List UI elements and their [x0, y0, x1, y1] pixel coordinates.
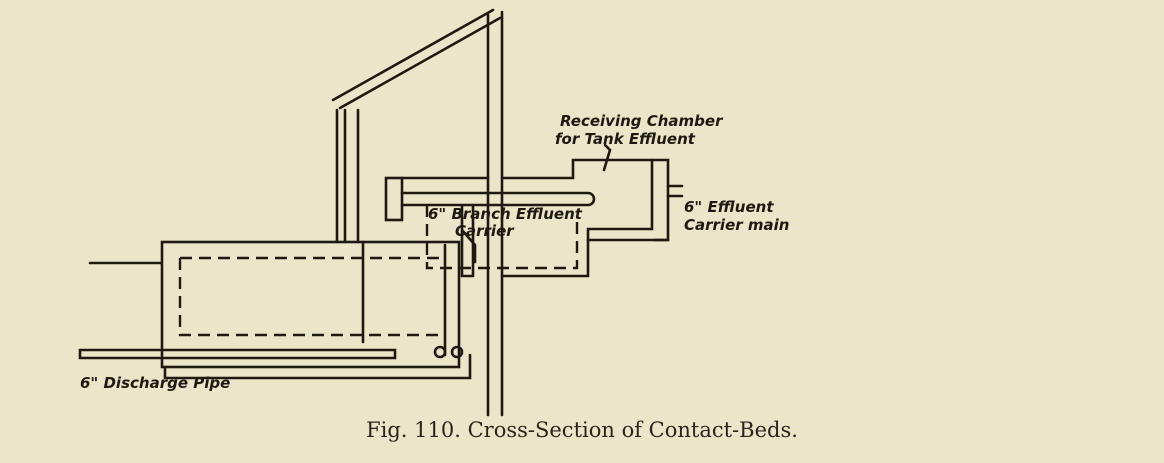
effluent-main-label-1: 6" Effluent — [684, 198, 774, 216]
branch-carrier-label-2: Carrier — [455, 222, 515, 240]
receiving-chamber-label-1: Receiving Chamber — [560, 112, 724, 130]
discharge-pipe-label: 6" Discharge Pipe — [80, 374, 230, 392]
branch-effluent-carrier — [384, 143, 684, 278]
left-contact-bed — [78, 240, 472, 380]
effluent-main-label-2: Carrier main — [684, 216, 789, 234]
figure-caption: Fig. 110. Cross-Section of Contact-Beds. — [366, 418, 798, 442]
siphon-frame — [331, 8, 504, 417]
receiving-chamber-label-2: for Tank Effluent — [555, 130, 696, 148]
branch-carrier-label-1: 6" Branch Effluent — [428, 205, 583, 223]
